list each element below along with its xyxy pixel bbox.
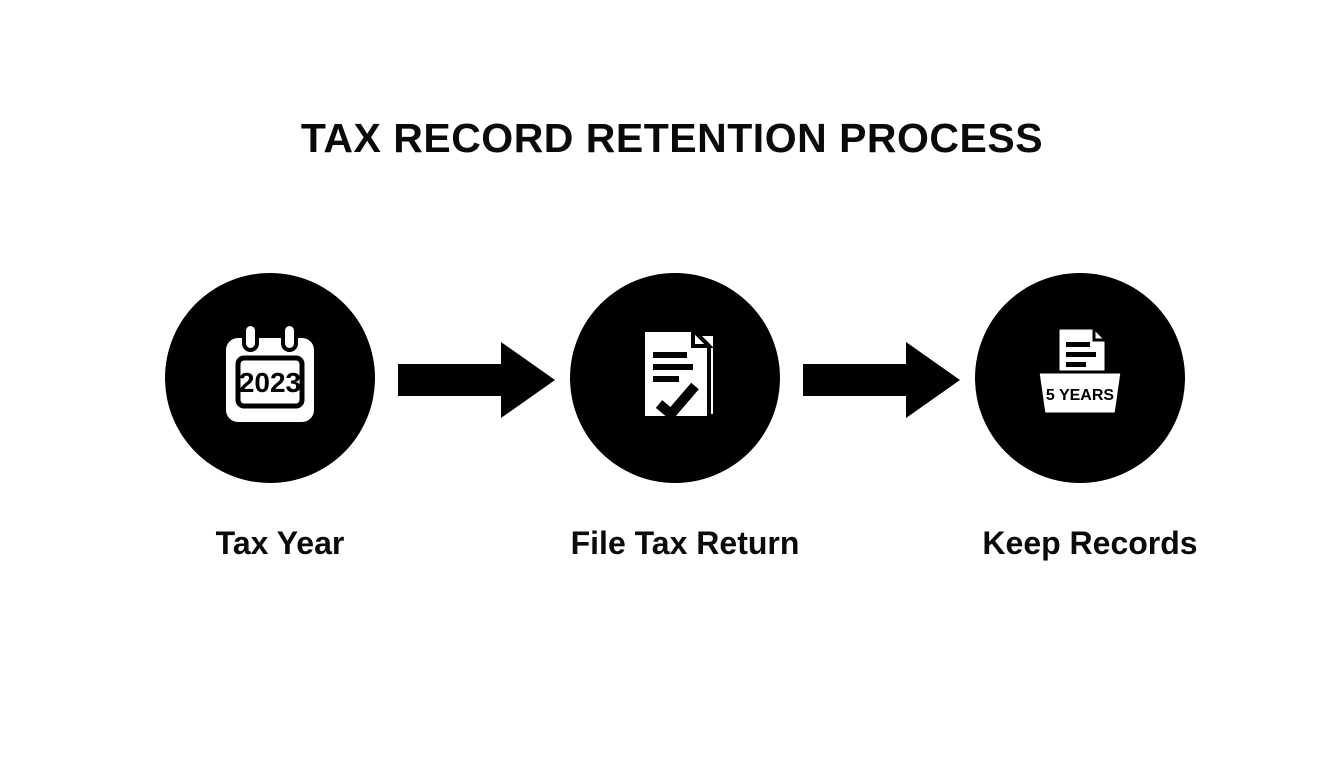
document-check-icon (641, 325, 717, 421)
step-label-file-tax-return: File Tax Return (570, 525, 800, 561)
calendar-year-text: 2023 (239, 367, 301, 398)
step-circle-keep-records: 5 YEARS (975, 273, 1185, 483)
archive-years-text: 5 YEARS (1046, 387, 1115, 404)
arrow-right-icon (398, 342, 555, 418)
step-circle-tax-year: 2023 (165, 273, 375, 483)
step-label-tax-year: Tax Year (215, 525, 345, 561)
arrow-right-icon (803, 342, 960, 418)
step-circle-file-tax-return (570, 273, 780, 483)
calendar-icon: 2023 (226, 322, 314, 422)
diagram-title: TAX RECORD RETENTION PROCESS (300, 115, 1044, 161)
step-label-keep-records: Keep Records (982, 525, 1198, 561)
archive-box-icon: 5 YEARS (1036, 324, 1124, 416)
